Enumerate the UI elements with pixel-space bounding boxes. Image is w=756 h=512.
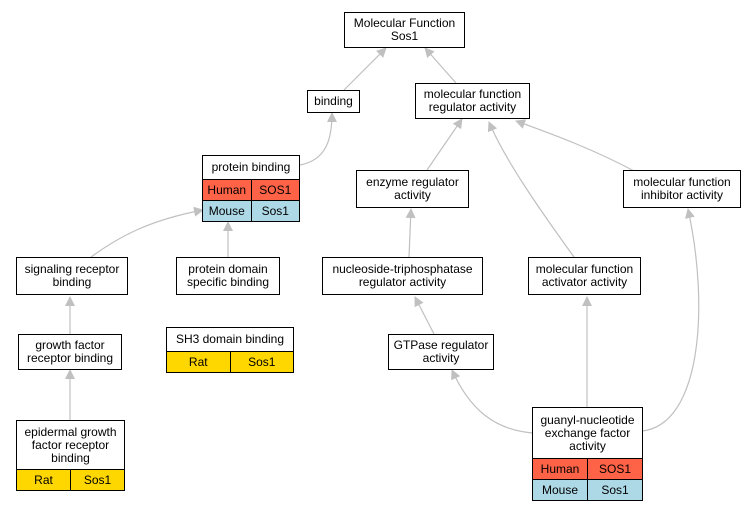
edge-signaling-receptor-to-protein-binding: [90, 206, 204, 258]
node-nucleoside-triphosphatase-regulator-activity[interactable]: nucleoside-triphosphatase regulator acti…: [322, 257, 483, 295]
node-label: nucleoside-triphosphatase regulator acti…: [332, 262, 473, 289]
edge-binding-to-root: [343, 47, 387, 91]
species-cell: Rat: [34, 473, 53, 487]
node-protein-binding[interactable]: protein binding Human SOS1 Mouse Sos1: [202, 155, 300, 222]
gene-cell: Sos1: [250, 201, 300, 221]
node-label: binding: [314, 94, 353, 108]
gene-cell: SOS1: [587, 459, 642, 479]
node-signaling-receptor-binding[interactable]: signaling receptor binding: [16, 257, 128, 295]
edge-enzyme-regulator-to-mfra: [426, 118, 463, 171]
node-epidermal-growth-factor-receptor-binding[interactable]: epidermal growth factor receptor binding…: [16, 420, 125, 491]
gene-cell: Sos1: [229, 352, 294, 372]
node-label: molecular function inhibitor activity: [633, 175, 731, 202]
edge-protein-binding-to-binding: [299, 112, 337, 166]
annotation-row-human: Human SOS1: [203, 179, 299, 200]
node-sh3-domain-binding[interactable]: SH3 domain binding Rat Sos1: [166, 327, 294, 373]
node-label: signaling receptor binding: [24, 262, 120, 289]
node-binding[interactable]: binding: [307, 90, 360, 113]
node-label: guanyl-nucleotide exchange factor activi…: [540, 412, 635, 453]
node-label: molecular function activator activity: [535, 262, 634, 289]
annotation-row-mouse: Mouse Sos1: [533, 479, 642, 500]
node-guanyl-nucleotide-exchange-factor-activity[interactable]: guanyl-nucleotide exchange factor activi…: [532, 407, 643, 501]
edge-mfra-to-root: [424, 47, 457, 84]
node-label: enzyme regulator activity: [366, 175, 459, 202]
gene-cell: SOS1: [250, 180, 300, 200]
species-cell: Mouse: [208, 204, 245, 218]
edge-gtpase-to-ntpase: [414, 296, 435, 335]
node-enzyme-regulator-activity[interactable]: enzyme regulator activity: [356, 170, 469, 208]
node-label: SH3 domain binding: [175, 332, 285, 346]
annotation-row-rat: Rat Sos1: [17, 469, 124, 490]
annotation-row-mouse: Mouse Sos1: [203, 200, 299, 221]
species-cell: Rat: [188, 355, 208, 369]
node-molecular-function-activator-activity[interactable]: molecular function activator activity: [528, 257, 641, 295]
node-protein-domain-specific-binding[interactable]: protein domain specific binding: [176, 257, 280, 295]
species-cell: Human: [540, 462, 580, 476]
edge-ntpase-to-enzyme-regulator: [405, 208, 416, 258]
annotation-row-rat: Rat Sos1: [167, 351, 293, 372]
annotation-row-human: Human SOS1: [533, 458, 642, 479]
node-molecular-function-regulator-activity[interactable]: molecular function regulator activity: [415, 83, 530, 119]
node-label: Molecular Function Sos1: [353, 16, 456, 43]
node-label: protein binding: [211, 160, 291, 174]
node-label: GTPase regulator activity: [393, 338, 489, 365]
node-label: protein domain specific binding: [186, 262, 270, 289]
node-molecular-function-inhibitor-activity[interactable]: molecular function inhibitor activity: [623, 170, 741, 208]
node-growth-factor-receptor-binding[interactable]: growth factor receptor binding: [18, 334, 122, 370]
edge-mfaa-to-mfra: [487, 121, 575, 258]
edge-gnef-to-gtpase: [451, 369, 534, 434]
node-label: molecular function regulator activity: [423, 87, 522, 114]
species-cell: Human: [207, 183, 247, 197]
node-label: growth factor receptor binding: [26, 338, 114, 365]
edge-gnef-to-mfia: [641, 208, 700, 432]
edge-mfia-to-mfra: [515, 119, 637, 173]
node-gtpase-regulator-activity[interactable]: GTPase regulator activity: [388, 334, 494, 370]
gene-cell: Sos1: [587, 480, 642, 500]
gene-cell: Sos1: [70, 470, 124, 490]
node-label: epidermal growth factor receptor binding: [24, 424, 117, 465]
node-molecular-function-sos1[interactable]: Molecular Function Sos1: [344, 12, 465, 48]
species-cell: Mouse: [541, 483, 579, 497]
